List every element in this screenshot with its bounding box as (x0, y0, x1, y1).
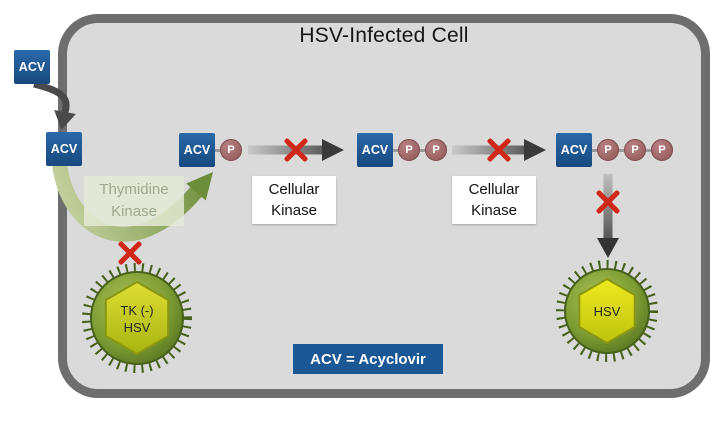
legend-box: ACV = Acyclovir (293, 344, 443, 374)
hsv-virus: HSV (556, 260, 658, 362)
virus-capsid-hexagon (578, 277, 636, 345)
tk-virus-label-line2: HSV (124, 320, 151, 335)
phosphorylation-arrowhead-2 (524, 139, 546, 161)
thymidine-kinase-label-line2: Kinase (111, 203, 157, 220)
virus-spikes-icon (556, 260, 658, 362)
acv-diphosphate-group: ACV P P (357, 133, 447, 167)
acv-badge-extracellular: ACV (14, 50, 50, 84)
phosphate-icon: P (398, 139, 420, 161)
acv-entry-arrowhead (54, 110, 76, 130)
phosphate-icon: P (425, 139, 447, 161)
phosphate-bond (592, 148, 597, 152)
thymidine-kinase-label-line1: Thymidine (99, 181, 169, 198)
cellular-kinase-1-line2: Kinase (271, 202, 317, 219)
thymidine-kinase-arrowhead (186, 172, 213, 201)
diagram-title: HSV-Infected Cell (299, 24, 469, 47)
cellular-kinase-label-2: Cellular Kinase (452, 176, 536, 224)
blocked-x-icon (116, 239, 144, 267)
phosphate-icon: P (624, 139, 646, 161)
phosphorylation-arrowhead-1 (322, 139, 344, 161)
tk-virus-label-line1: TK (-) (120, 303, 153, 318)
phosphate-icon: P (651, 139, 673, 161)
acv-entry-arrow (33, 80, 70, 114)
tk-negative-virus: TK (-) HSV (82, 263, 192, 373)
phosphate-icon: P (597, 139, 619, 161)
acv-triphosphate-group: ACV P P P (556, 133, 673, 167)
phosphate-bond (619, 148, 624, 152)
hsv-virus-label: HSV (594, 304, 621, 319)
acv-badge: ACV (357, 133, 393, 167)
thymidine-kinase-label: Thymidine Kinase (84, 176, 184, 226)
cellular-kinase-1-line1: Cellular (268, 181, 320, 198)
acv-badge: ACV (179, 133, 215, 167)
cellular-kinase-label-1: Cellular Kinase (252, 176, 336, 224)
cellular-kinase-2-line1: Cellular (468, 181, 520, 198)
blocked-x-icon (282, 136, 310, 164)
acv-badge: ACV (556, 133, 592, 167)
acv-badge-cytoplasm: ACV (46, 132, 82, 166)
phosphate-bond (420, 148, 425, 152)
phosphate-bond (393, 148, 398, 152)
acv-monophosphate-group: ACV P (179, 133, 242, 167)
dna-incorporation-arrowhead (597, 238, 619, 258)
cellular-kinase-2-line2: Kinase (471, 202, 517, 219)
phosphate-bond (646, 148, 651, 152)
virus-spikes-icon (82, 263, 192, 373)
phosphate-bond (215, 148, 220, 152)
phosphate-icon: P (220, 139, 242, 161)
virus-capsid-hexagon (104, 280, 170, 356)
blocked-x-icon (594, 188, 622, 216)
blocked-x-icon (485, 136, 513, 164)
